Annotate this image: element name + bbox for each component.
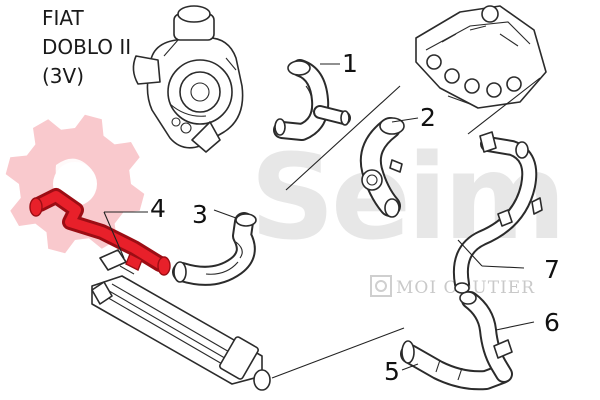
vehicle-model: DOBLO II [42,35,132,59]
hose-part-4-highlighted [29,188,171,276]
hose-part-7 [453,131,543,294]
callout-3: 3 [192,200,208,229]
hose-part-5 [400,340,512,391]
callout-4: 4 [150,194,166,223]
turbocharger-illustration [132,5,244,153]
leader-lines [103,63,541,379]
callout-7: 7 [544,255,560,284]
callout-1: 1 [342,49,358,78]
coutier-logo-icon [370,275,392,297]
hose-part-1 [273,59,351,141]
callout-5: 5 [384,357,400,386]
callout-2: 2 [420,103,436,132]
hose-part-6 [459,291,513,383]
intake-manifold-illustration [415,5,547,109]
vehicle-variant: (3V) [42,64,85,88]
hose-part-3 [172,212,257,286]
callout-labels: 1 2 3 4 5 6 7 [150,49,560,386]
callout-6: 6 [544,308,560,337]
vehicle-make: FIAT [42,6,84,30]
hose-part-2 [359,117,405,218]
vehicle-title: FIAT DOBLO II (3V) [42,4,131,91]
watermark-subtitle: MOI COUTIER [370,275,534,298]
intercooler-illustration [91,249,271,391]
gear-watermark-icon [5,114,145,254]
